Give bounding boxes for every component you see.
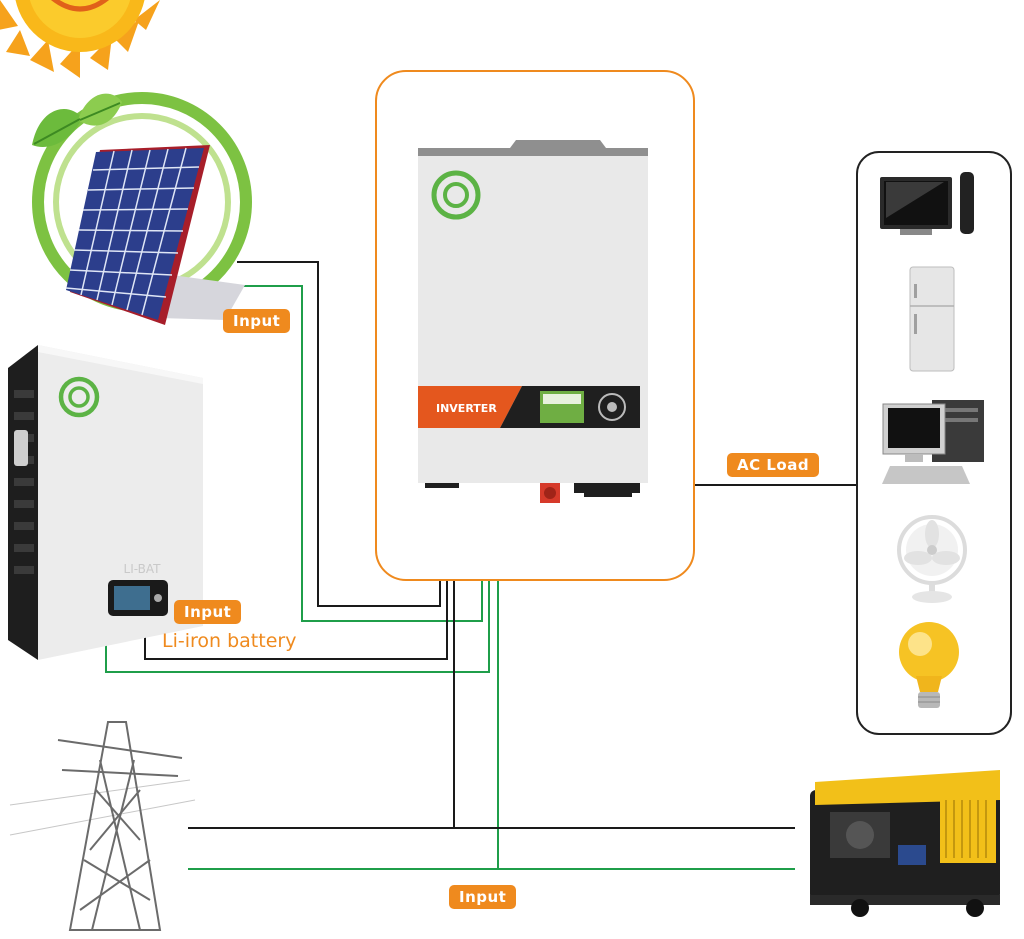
solar-panel-icon — [32, 92, 252, 325]
battery-input-label: Input — [174, 600, 242, 624]
solar-wire-green — [237, 285, 483, 622]
grid-input-label: Input — [449, 885, 517, 909]
inverter-panel-label: INVERTER — [436, 402, 497, 415]
inverter-icon: INVERTER — [418, 140, 648, 503]
fan-icon — [897, 515, 967, 603]
battery-icon: LI-BAT — [8, 345, 203, 660]
brand-logo-icon — [431, 170, 481, 220]
generator-icon — [810, 770, 1000, 917]
fridge-icon — [909, 266, 955, 372]
tv-icon — [880, 172, 974, 235]
inverter-frame — [375, 70, 695, 581]
leaf-icon — [32, 93, 122, 147]
bulb-icon — [899, 622, 959, 708]
ac-load-label: AC Load — [727, 453, 820, 477]
wires — [105, 261, 857, 870]
battery-caption: Li-iron battery — [162, 630, 297, 652]
solar-wire-black — [237, 261, 441, 607]
battery-wire-black — [144, 580, 448, 660]
solar-input-label: Input — [223, 309, 291, 333]
battery-brand-text: LI-BAT — [124, 562, 162, 576]
battery-logo-icon — [58, 376, 100, 418]
sun-icon — [0, 0, 160, 78]
power-tower-icon — [9, 721, 196, 931]
computer-icon — [882, 400, 984, 484]
battery-wire-green — [105, 580, 490, 673]
